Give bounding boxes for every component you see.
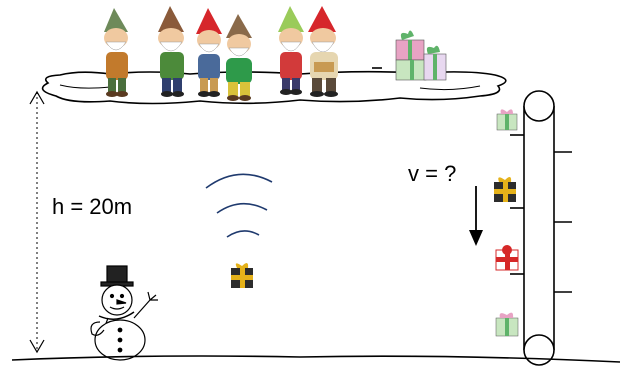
gift-icon [494,176,516,202]
gnome-icon [226,14,252,101]
gnome-icon [278,6,304,95]
gnome-icon [104,8,128,97]
gift-icon [495,312,519,337]
gift-icon [495,245,519,271]
velocity-arrow [469,186,483,246]
gift-icon [496,109,518,131]
snowman-icon [90,265,158,361]
ground-line [11,355,621,363]
gift-icon [231,262,253,288]
gnome-icon [196,8,222,97]
cloud-platform [41,70,507,105]
gnome-icon [158,6,184,97]
gnome-icon [308,6,338,97]
conveyor-belt [510,90,572,366]
wave-signal-icon [205,173,273,238]
velocity-label: v = ? [408,161,457,186]
gnome-group [104,6,338,101]
height-dimension [29,90,45,354]
gift-stack-icon [395,30,447,81]
height-label: h = 20m [52,194,133,219]
